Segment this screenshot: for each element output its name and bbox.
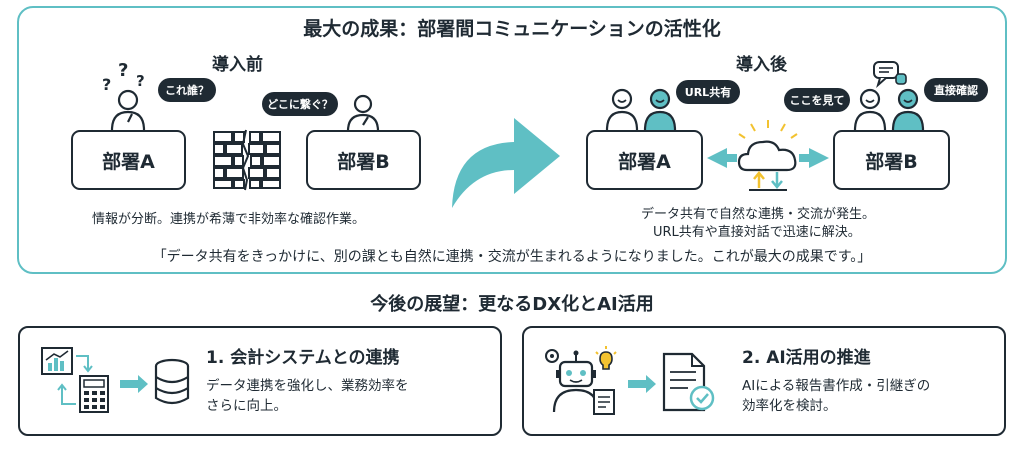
before-department-a: 部署A: [71, 130, 186, 190]
arrow-right-icon: [120, 375, 148, 393]
after-description-1: データ共有で自然な連携・交流が発生。: [641, 207, 876, 222]
card-1-title: 1. 会計システムとの連携: [206, 348, 400, 368]
after-department-a: 部署A: [586, 130, 703, 190]
speech-bubble-look-here: ここを見て: [784, 88, 850, 112]
card-1-desc-line-1: データ連携を強化し、業務効率を: [206, 378, 409, 394]
chat-bubbles-icon: [873, 61, 907, 88]
results-title: 最大の成果：部署間コミュニケーションの活性化: [303, 18, 721, 40]
after-department-b: 部署B: [833, 130, 950, 190]
cloud-sync-icon: [707, 120, 829, 191]
robot-idea-icon: [545, 346, 617, 415]
person-pair-left-icon: [605, 88, 677, 131]
arrow-right-icon: [628, 375, 656, 393]
report-check-icon: [662, 352, 715, 412]
before-label: 導入前: [212, 55, 263, 75]
after-description-2: URL共有や直接対話で迅速に解決。: [653, 225, 861, 240]
before-description: 情報が分断。連携が希薄で非効率な確認作業。: [92, 212, 366, 227]
results-panel: [17, 6, 1007, 274]
speech-bubble-url-share: URL共有: [676, 80, 740, 104]
future-title: 今後の展望：更なるDX化とAI活用: [370, 294, 654, 315]
svg-text:?: ?: [118, 60, 128, 81]
thinking-person-icon: [346, 94, 380, 132]
quote: 「データ共有をきっかけに、別の課とも自然に連携・交流が生まれるようになりました。…: [152, 249, 872, 265]
database-icon: [154, 358, 190, 405]
card-1-desc-line-2: さらに向上。: [206, 398, 287, 414]
card-2-title: 2. AI活用の推進: [742, 348, 871, 368]
svg-text:?: ?: [136, 72, 145, 90]
card-2-desc-line-1: AIによる報告書作成・引継ぎの: [742, 378, 931, 394]
card-ai-promotion: [522, 326, 1006, 436]
before-department-b: 部署B: [306, 130, 421, 190]
confused-person-icon: ? ? ?: [102, 60, 146, 131]
after-label: 導入後: [736, 55, 787, 75]
chart-calculator-icon: [41, 347, 109, 413]
speech-bubble-direct-check: 直接確認: [924, 78, 988, 102]
big-curved-arrow-icon: [452, 118, 560, 208]
person-pair-right-icon: [853, 88, 925, 131]
speech-bubble-where: どこに繋ぐ？: [262, 92, 338, 116]
card-2-desc-line-2: 効率化を検討。: [742, 398, 837, 414]
broken-wall-icon: [213, 129, 281, 191]
svg-text:?: ?: [102, 75, 111, 94]
speech-bubble-who: これ誰？: [158, 78, 216, 102]
